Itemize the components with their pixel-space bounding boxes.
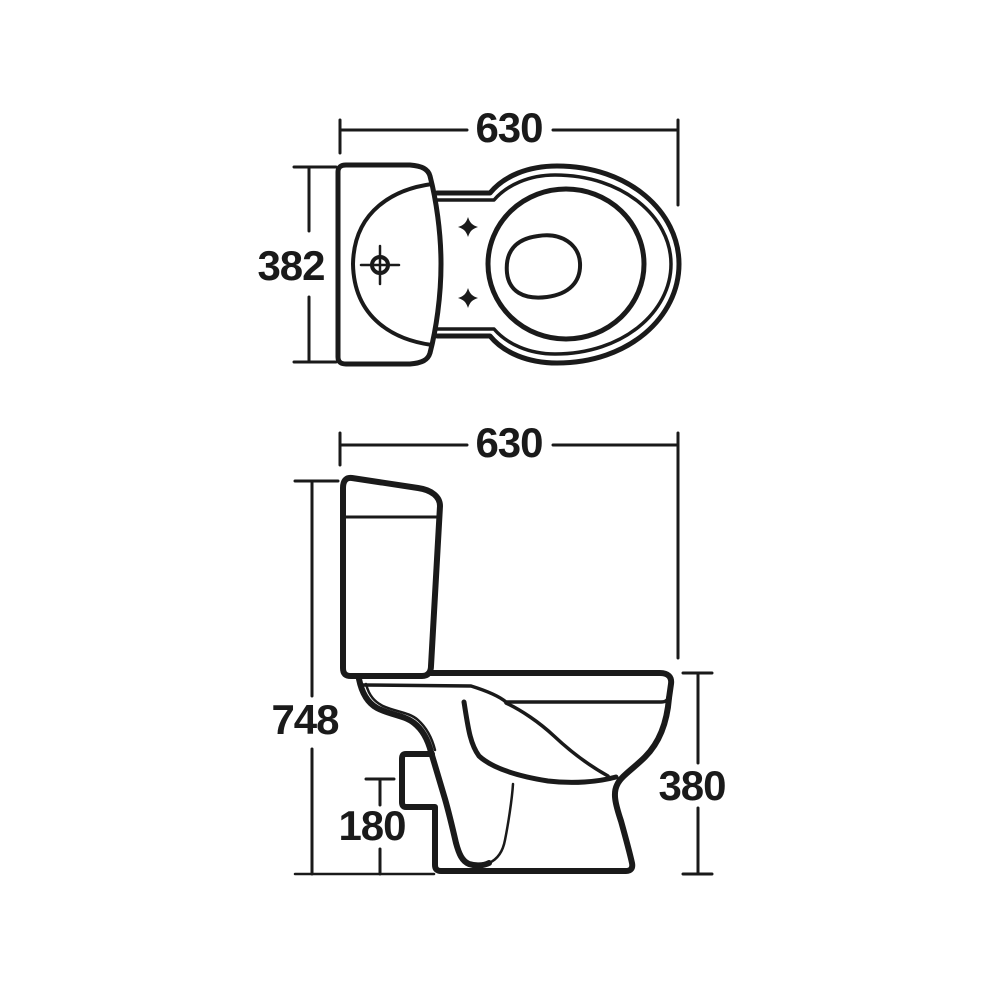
plan-view: [292, 118, 682, 367]
overall-height-label: 748: [271, 696, 339, 743]
cistern-outline-side: [340, 474, 443, 679]
cistern-lid-curve: [351, 182, 434, 347]
water-surface-outline: [504, 233, 583, 300]
pan-back-inner-line: [364, 682, 437, 752]
dimension-labels: 630 382 630 748 180 380: [257, 104, 726, 849]
bowl-height-dimension: [681, 671, 714, 876]
overall-height-dimension: [293, 479, 340, 876]
elevation-width-label: 630: [475, 419, 542, 466]
plan-depth-dimension: [292, 165, 338, 364]
seat-opening-ring: [485, 186, 647, 342]
seat-outer-outline: [434, 163, 682, 366]
flush-button-center-mark: [359, 244, 401, 286]
trap-inner-edge: [487, 782, 515, 865]
dimension-ticks: [292, 165, 338, 364]
pan-back-trap-outline: [356, 676, 492, 869]
hinge-star-icon: [458, 217, 478, 237]
outlet-height-dimension: [364, 777, 396, 876]
seat-top-profile: [426, 670, 675, 701]
seat-hinge-markers: [458, 217, 478, 308]
plan-width-label: 630: [475, 104, 542, 151]
plan-width-dimension: [338, 118, 680, 207]
line-art: [292, 118, 714, 876]
seat-inner-offset-outline: [435, 173, 673, 356]
hinge-star-icon: [458, 288, 478, 308]
cistern-outline-plan: [335, 162, 444, 367]
plan-depth-label: 382: [257, 242, 324, 289]
bowl-inner-curve: [504, 701, 610, 778]
bowl-pedestal-outline: [399, 695, 672, 874]
bowl-underside-curve: [461, 699, 619, 785]
elevation-width-dimension: [338, 431, 680, 660]
outlet-height-label: 180: [338, 802, 405, 849]
center-mark-cross: [359, 244, 401, 286]
side-elevation-view: [293, 431, 714, 876]
bowl-height-label: 380: [658, 762, 725, 809]
